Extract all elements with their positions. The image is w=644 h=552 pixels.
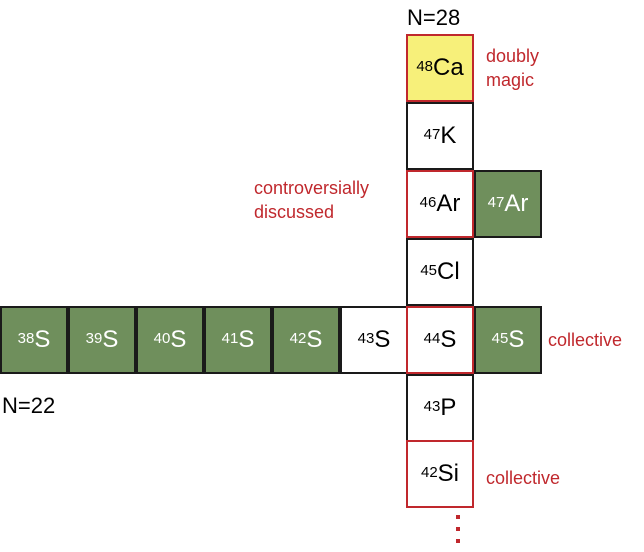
element-symbol: S [508,326,525,353]
element-symbol: S [306,326,323,353]
element-symbol: Si [437,460,460,487]
element-symbol: Ar [436,190,461,217]
dot [456,515,460,519]
element-symbol: S [102,326,119,353]
element-symbol: S [374,326,391,353]
element-symbol: P [440,394,457,421]
n28-label: N=28 [407,5,461,30]
annotation-collective-s45: collective [548,330,623,350]
annotation-doubly-magic: doubly magic [486,46,540,90]
n22-label: N=22 [2,393,56,418]
element-symbol: Ca [433,54,464,81]
continuation-dots [456,515,460,543]
annotation-collective-si42: collective [486,468,561,488]
element-symbol: S [34,326,51,353]
annotation-controversially-discussed: controversially discussed [254,178,370,222]
element-symbol: K [440,122,457,149]
dot [456,539,460,543]
element-symbol: S [238,326,255,353]
element-symbol: S [170,326,187,353]
dot [456,527,460,531]
element-symbol: S [440,326,457,353]
element-symbol: Cl [437,258,460,285]
element-symbol: Ar [504,190,529,217]
